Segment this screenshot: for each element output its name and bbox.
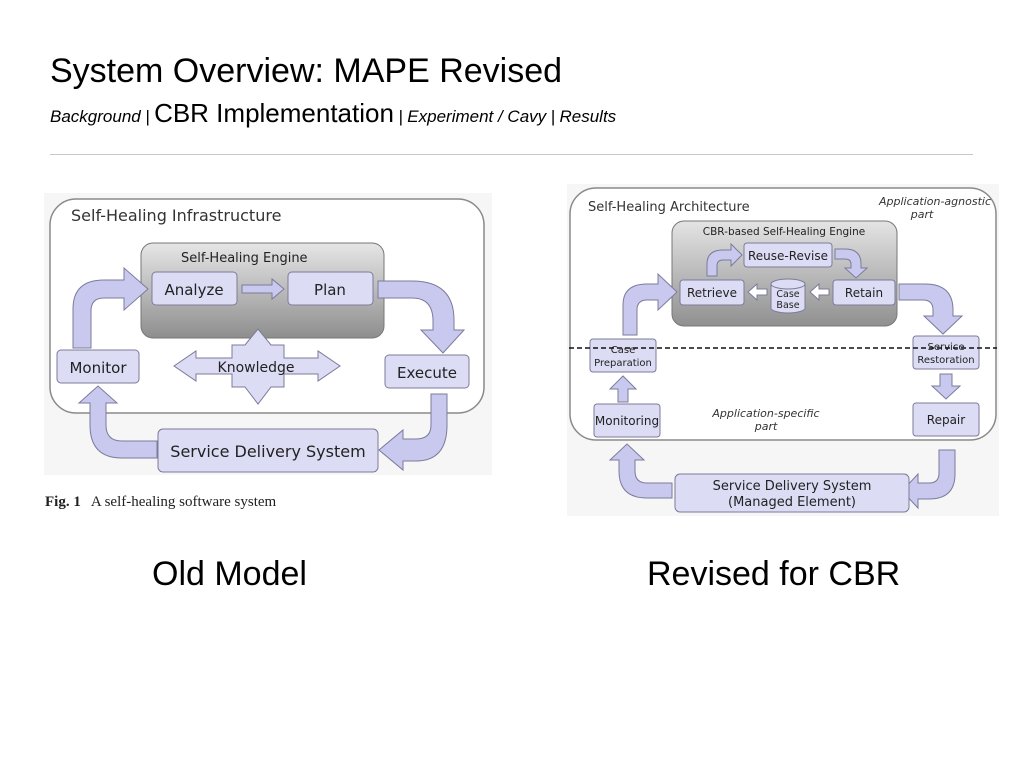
case-base-label: Case bbox=[776, 289, 799, 300]
retain-label: Retain bbox=[845, 286, 883, 300]
knowledge-label: Knowledge bbox=[218, 360, 295, 376]
monitor-to-analyze-arrow bbox=[72, 266, 149, 349]
execute-to-service-arrow bbox=[378, 393, 448, 472]
repair-to-service-arrow bbox=[901, 449, 956, 510]
revised-model-diagram: Self-Healing Architecture Application-ag… bbox=[567, 184, 999, 516]
breadcrumb: Background | CBR Implementation | Experi… bbox=[50, 98, 616, 129]
figure-label: Fig. 1 bbox=[45, 494, 81, 510]
monitor-label: Monitor bbox=[69, 359, 127, 377]
cbr-engine-title: CBR-based Self-Healing Engine bbox=[703, 226, 865, 238]
agnostic-label-part: part bbox=[910, 208, 934, 221]
managed-element-label-2: (Managed Element) bbox=[728, 495, 856, 510]
plan-box bbox=[287, 271, 374, 306]
infrastructure-title: Self-Healing Infrastructure bbox=[71, 206, 281, 225]
retain-to-casebase-arrow bbox=[809, 282, 830, 302]
managed-element-box bbox=[674, 473, 910, 513]
old-model-caption: Old Model bbox=[152, 555, 307, 593]
reuse-revise-label: Reuse-Revise bbox=[748, 249, 828, 263]
breadcrumb-background: Background bbox=[50, 107, 141, 126]
architecture-title: Self-Healing Architecture bbox=[588, 200, 750, 215]
managed-element-label: Service Delivery System bbox=[713, 479, 872, 494]
analyze-box bbox=[151, 271, 238, 306]
casebase-to-retrieve-arrow bbox=[747, 282, 768, 302]
case-base-label-2: Base bbox=[776, 300, 799, 311]
plan-label: Plan bbox=[314, 281, 346, 299]
repair-label: Repair bbox=[927, 413, 965, 427]
case-base-cylinder bbox=[770, 278, 806, 314]
old-model-diagram: Self-Healing Infrastructure Self-Healing… bbox=[44, 193, 492, 475]
figure-caption: Fig. 1 A self-healing software system bbox=[45, 494, 276, 511]
service-to-monitoring-arrow bbox=[608, 443, 673, 499]
monitor-box bbox=[56, 349, 140, 384]
retrieve-box bbox=[679, 279, 745, 306]
retrieve-label: Retrieve bbox=[687, 286, 737, 300]
monitoring-box bbox=[593, 403, 661, 438]
breadcrumb-experiment: Experiment / Cavy bbox=[407, 107, 547, 126]
repair-box bbox=[912, 402, 980, 437]
execute-box bbox=[384, 354, 470, 389]
case-preparation-label-2: Preparation bbox=[594, 358, 652, 369]
reuse-revise-box bbox=[743, 242, 833, 268]
agnostic-label: Application-agnostic bbox=[878, 195, 991, 208]
plan-to-execute-arrow bbox=[377, 280, 466, 354]
monitoring-to-prep-arrow bbox=[608, 375, 638, 403]
figure-caption-text: A self-healing software system bbox=[90, 494, 277, 510]
retrieve-to-reuse-arrow bbox=[706, 242, 743, 277]
revised-model-caption: Revised for CBR bbox=[647, 555, 901, 593]
knowledge-arrow bbox=[173, 328, 341, 405]
execute-label: Execute bbox=[397, 364, 457, 382]
specific-label: Application-specific bbox=[711, 407, 819, 420]
analyze-to-plan-arrow bbox=[241, 277, 285, 301]
specific-label-part: part bbox=[754, 420, 778, 433]
retain-box bbox=[832, 279, 896, 306]
case-preparation-label: Case bbox=[611, 345, 635, 356]
service-to-monitor-arrow bbox=[77, 385, 158, 459]
retain-to-restoration-arrow bbox=[898, 283, 964, 335]
restoration-to-repair-arrow bbox=[930, 373, 962, 400]
monitoring-label: Monitoring bbox=[595, 414, 659, 428]
title-divider bbox=[50, 154, 973, 155]
breadcrumb-separator: | bbox=[398, 107, 403, 126]
service-restoration-label-2: Restoration bbox=[917, 355, 974, 366]
breadcrumb-current: CBR Implementation bbox=[154, 98, 394, 128]
breadcrumb-results: Results bbox=[559, 107, 617, 126]
slide-title: System Overview: MAPE Revised bbox=[50, 52, 563, 90]
case-preparation-box bbox=[589, 338, 657, 373]
breadcrumb-separator: | bbox=[145, 107, 150, 126]
breadcrumb-separator: | bbox=[550, 107, 556, 126]
prep-to-retrieve-arrow bbox=[622, 272, 678, 336]
engine-title: Self-Healing Engine bbox=[181, 251, 308, 266]
service-delivery-box bbox=[157, 428, 379, 473]
service-restoration-box bbox=[912, 335, 980, 370]
reuse-to-retain-arrow bbox=[834, 248, 869, 279]
analyze-label: Analyze bbox=[164, 281, 223, 299]
service-delivery-label: Service Delivery System bbox=[170, 442, 365, 461]
